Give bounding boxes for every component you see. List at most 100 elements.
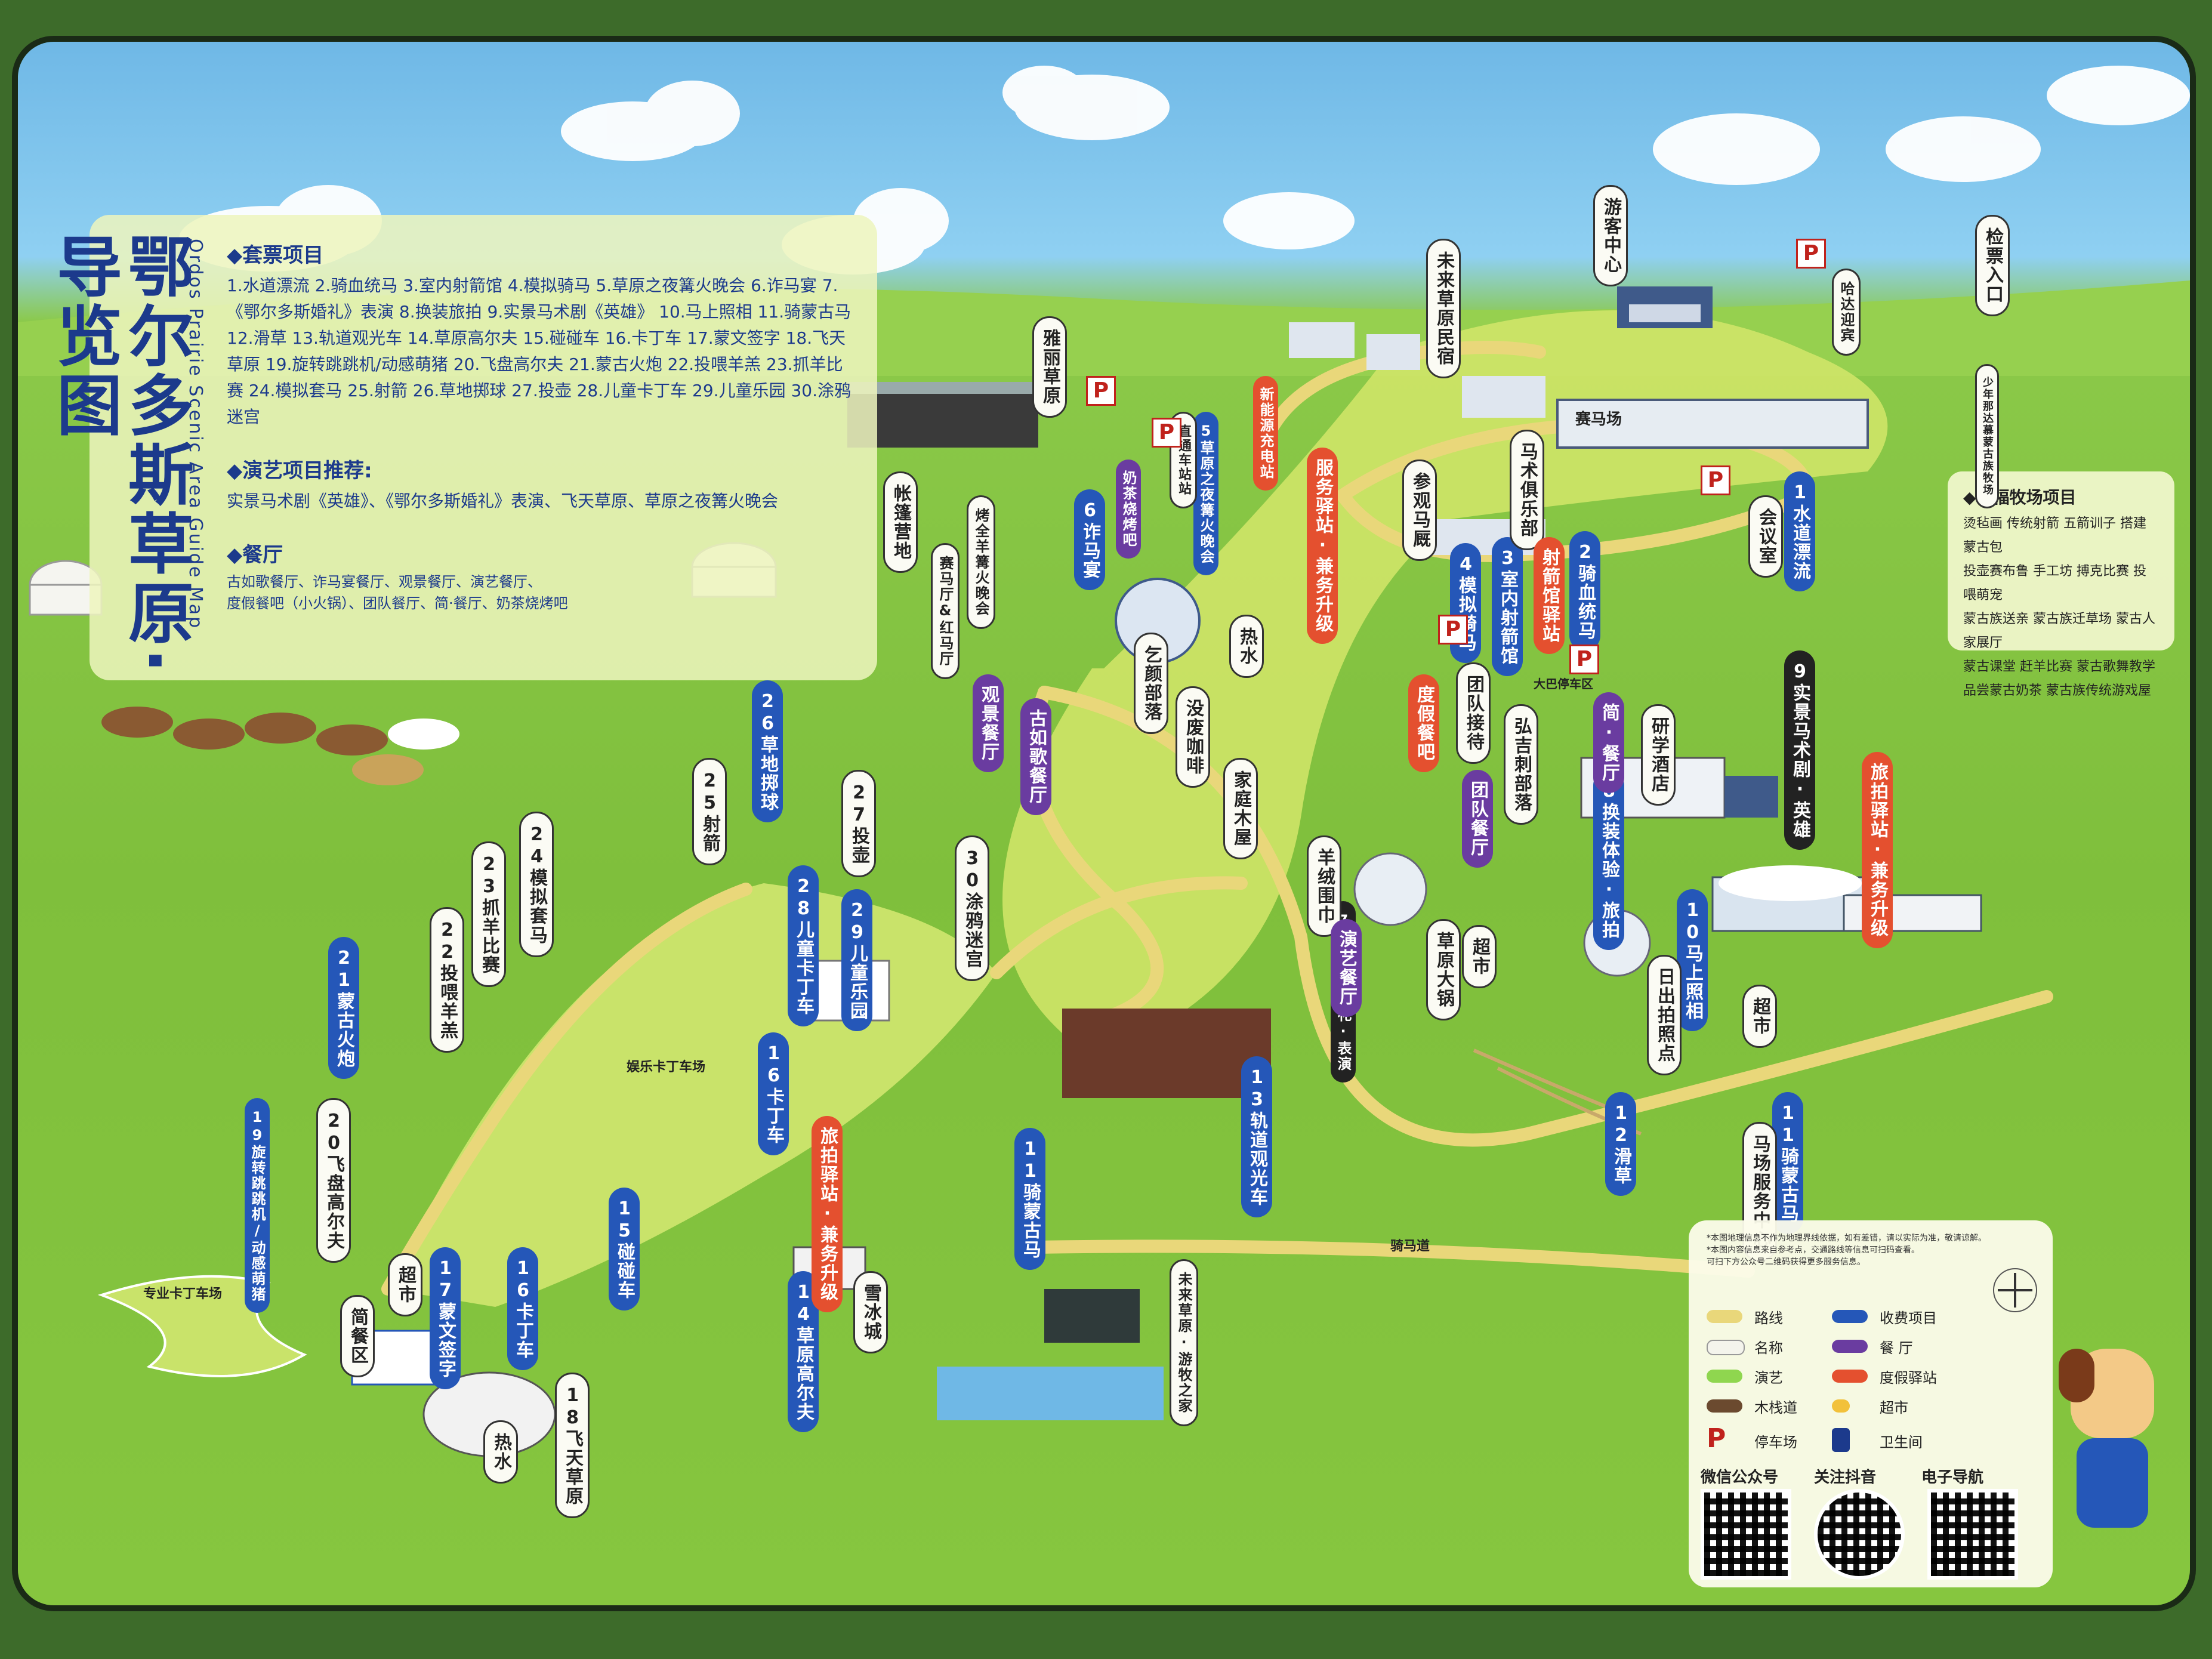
label-cafe[interactable]: 没废咖啡 (1176, 686, 1210, 788)
label-grass-slide[interactable]: 12滑草 (1605, 1092, 1636, 1196)
label-hongji-tribe[interactable]: 弘吉刺部落 (1504, 704, 1538, 825)
label-bloodline-horse[interactable]: 2骑血统马 (1569, 531, 1600, 651)
label-zhama-feast[interactable]: 6诈马宴 (1074, 489, 1105, 590)
label-group-reception[interactable]: 团队接待 (1456, 662, 1491, 764)
key-show: 演艺 (1754, 1370, 1783, 1386)
qr-label-navigation: 电子导航 (1921, 1469, 1984, 1487)
label-whole-sheep[interactable]: 烤全羊篝火晚会 (967, 495, 995, 629)
label-snack-area[interactable]: 简餐区 (340, 1295, 375, 1377)
label-youth-naadam[interactable]: 少年那达慕蒙古族牧场 (1975, 364, 1999, 508)
label-group-restaurant[interactable]: 团队餐厅 (1462, 770, 1493, 868)
label-visitor-center[interactable]: 游客中心 (1593, 185, 1628, 286)
label-rail-car[interactable]: 13轨道观光车 (1241, 1056, 1272, 1217)
label-snow-city[interactable]: 雪冰城 (853, 1271, 888, 1353)
label-photo-station[interactable]: 旅拍驿站·兼务升级 (1862, 752, 1893, 948)
label-meeting-room[interactable]: 会议室 (1748, 495, 1783, 578)
label-sunrise-photo[interactable]: 日出拍照点 (1647, 955, 1682, 1075)
key-note-3: 可扫下方公众号二维码获得更多服务信息。 (1707, 1257, 1865, 1267)
navigation-qr-code[interactable] (1927, 1489, 2018, 1580)
label-supermarket-2[interactable]: 超市 (1742, 985, 1777, 1048)
label-guruge-restaurant[interactable]: 古如歌餐厅 (1020, 698, 1051, 815)
label-archery-station[interactable]: 射箭馆驿站 (1534, 537, 1565, 654)
label-nomad-home[interactable]: 未来草原·游牧之家 (1170, 1259, 1198, 1426)
label-holiday-bar[interactable]: 度假餐吧 (1408, 674, 1439, 772)
label-cashmere-scarf[interactable]: 羊绒围巾 (1307, 835, 1341, 937)
key-paid: 收费项目 (1880, 1310, 1937, 1327)
label-view-restaurant[interactable]: 观景餐厅 (973, 674, 1004, 772)
label-bumper-car[interactable]: 15碰碰车 (609, 1188, 640, 1310)
parking-icon: P (1707, 1423, 1726, 1454)
label-stable-visit[interactable]: 参观马厩 (1402, 460, 1437, 561)
label-lawn-bowling[interactable]: 26草地掷球 (752, 680, 783, 822)
label-water-rafting[interactable]: 1水道漂流 (1784, 471, 1815, 591)
label-disc-golf[interactable]: 20飞盘高尔夫 (316, 1098, 351, 1263)
label-simulated-riding[interactable]: 4模拟骑马 (1450, 543, 1481, 663)
label-jian-restaurant[interactable]: 简·餐厅 (1593, 692, 1624, 793)
label-lasso-sim[interactable]: 24模拟套马 (519, 812, 554, 957)
label-graffiti-maze[interactable]: 30涂鸦迷宫 (955, 835, 989, 981)
label-future-homestay[interactable]: 未来草原民宿 (1426, 239, 1461, 378)
label-hada-welcome[interactable]: 哈达迎宾 (1832, 269, 1861, 356)
label-spinning-jumper[interactable]: 19旋转跳跳机/动感萌猪 (245, 1098, 270, 1313)
label-pitch-pot[interactable]: 27投壶 (841, 770, 876, 877)
label-riding-path: 骑马道 (1390, 1239, 1430, 1254)
label-feed-lamb[interactable]: 22投喂羊羔 (430, 907, 464, 1053)
scenic-heading: ◆套票项目 (227, 243, 324, 267)
station-swatch (1832, 1370, 1868, 1383)
label-flying-prairie[interactable]: 18飞天草原 (555, 1373, 590, 1518)
map-subtitle: Ordos Prairie Scenic Area Guide Map (185, 239, 206, 630)
label-go-kart-b[interactable]: 16卡丁车 (507, 1247, 538, 1370)
label-hot-water-2[interactable]: 热水 (1229, 615, 1264, 678)
label-mongol-cannon[interactable]: 21蒙古火炮 (328, 937, 359, 1079)
label-sheep-catching[interactable]: 23抓羊比赛 (471, 841, 506, 987)
qr-label-wechat: 微信公众号 (1701, 1469, 1779, 1487)
label-pro-kart-field: 专业卡丁车场 (143, 1287, 223, 1302)
label-bonfire-party[interactable]: 5草原之夜篝火晚会 (1193, 412, 1218, 575)
label-show-restaurant[interactable]: 演艺餐厅 (1331, 919, 1362, 1017)
label-horse-photo[interactable]: 10马上照相 (1677, 889, 1708, 1031)
key-parking: 停车场 (1754, 1434, 1797, 1451)
ranch-item: 投壶赛布鲁 手工坊 搏克比赛 投喂萌宠 (1963, 564, 2146, 603)
ranch-item: 蒙古课堂 赶羊比赛 蒙古歌舞教学 (1963, 659, 2155, 674)
label-photo-station-2[interactable]: 旅拍驿站·兼务升级 (812, 1116, 843, 1312)
label-ticket-entrance[interactable]: 检票入口 (1975, 215, 2010, 316)
parking-icon: P (1438, 615, 1468, 645)
label-indoor-archery[interactable]: 3室内射箭馆 (1492, 537, 1523, 676)
label-mongol-horse-b[interactable]: 11骑蒙古马 (1772, 1092, 1803, 1234)
label-prairie-pot[interactable]: 草原大锅 (1426, 919, 1461, 1020)
label-yali-prairie[interactable]: 雅丽草原 (1032, 316, 1067, 418)
label-go-kart-a[interactable]: 16卡丁车 (758, 1032, 789, 1155)
label-supermarket-3[interactable]: 超市 (388, 1253, 422, 1316)
label-costume-photo[interactable]: 8换装体验·旅拍 (1593, 770, 1624, 950)
label-mongol-horse-a[interactable]: 11骑蒙古马 (1014, 1128, 1045, 1270)
label-saima-hall[interactable]: 赛马厅&红马厅 (931, 543, 960, 679)
label-qiyan-tribe[interactable]: 乞颜部落 (1134, 633, 1168, 734)
label-supermarket-1[interactable]: 超市 (1462, 925, 1497, 988)
key-route: 路线 (1754, 1310, 1783, 1327)
label-ev-charging[interactable]: 新能源充电站 (1253, 376, 1278, 491)
label-kids-kart[interactable]: 28儿童卡丁车 (788, 865, 819, 1026)
key-restaurant: 餐 厅 (1880, 1340, 1913, 1356)
horse-mascot-illustration (2059, 1349, 2166, 1552)
douyin-qr-code[interactable] (1814, 1489, 1905, 1580)
wechat-qr-code[interactable] (1701, 1489, 1791, 1580)
label-milktea-bbq[interactable]: 奶茶烧烤吧 (1116, 460, 1141, 559)
label-study-hotel[interactable]: 研学酒店 (1641, 704, 1676, 806)
label-archery[interactable]: 25射箭 (692, 758, 727, 865)
key-station: 度假驿站 (1880, 1370, 1937, 1386)
central-plaza-area (1002, 310, 1888, 1056)
key-restroom: 卫生间 (1880, 1434, 1923, 1451)
label-mongol-signature[interactable]: 17蒙文签字 (430, 1247, 461, 1389)
label-family-cabin[interactable]: 家庭木屋 (1223, 758, 1258, 859)
label-race-track: 赛马场 (1575, 411, 1622, 428)
label-service-station[interactable]: 服务驿站·兼务升级 (1307, 448, 1338, 644)
label-tent-camp[interactable]: 帐篷营地 (883, 471, 918, 573)
label-hot-water[interactable]: 热水 (483, 1420, 518, 1484)
label-equestrian-club[interactable]: 马术俱乐部 (1510, 430, 1544, 550)
compass-icon (1993, 1268, 2037, 1312)
label-kids-park[interactable]: 29儿童乐园 (841, 889, 872, 1031)
ranch-item: 品尝蒙古奶茶 蒙古族传统游戏屋 (1963, 683, 2151, 698)
label-hero-show[interactable]: 9实景马术剧·英雄 (1784, 650, 1815, 850)
restroom-icon (1832, 1428, 1850, 1452)
parking-icon: P (1152, 418, 1181, 448)
